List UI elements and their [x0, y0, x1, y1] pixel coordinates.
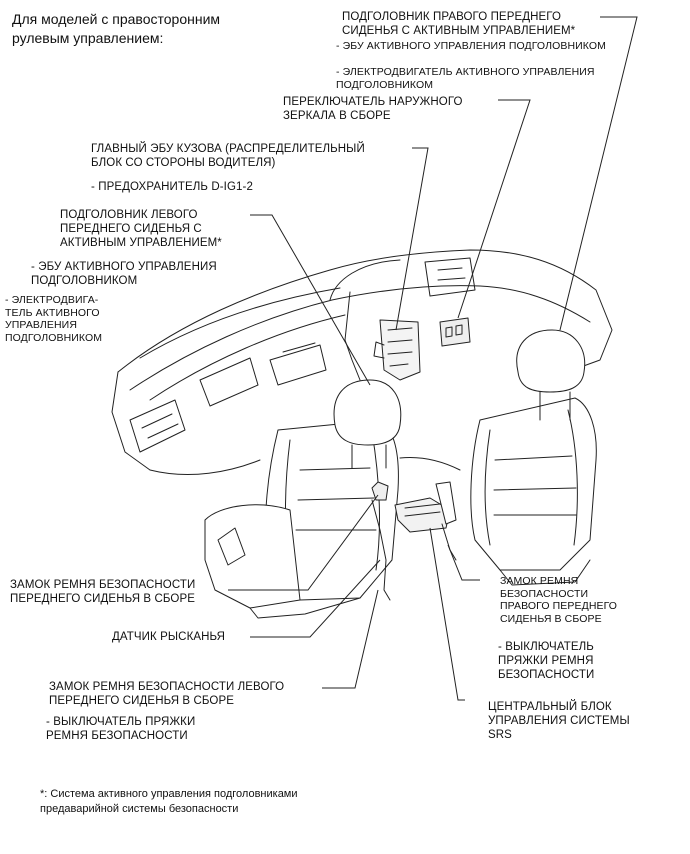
label-rh-buckle-switch: - ВЫКЛЮЧАТЕЛЬ ПРЯЖКИ РЕМНЯ БЕЗОПАСНОСТИ	[498, 640, 594, 682]
label-mirror-switch: ПЕРЕКЛЮЧАТЕЛЬ НАРУЖНОГО ЗЕРКАЛА В СБОРЕ	[283, 95, 463, 123]
front-buckle-line-2: ПЕРЕДНЕГО СИДЕНЬЯ В СБОРЕ	[10, 593, 196, 605]
leader-rh-headrest	[559, 16, 638, 331]
label-fuse: - ПРЕДОХРАНИТЕЛЬ D-IG1-2	[91, 181, 253, 193]
lh-headrest-line-2: ПЕРЕДНЕГО СИДЕНЬЯ С	[60, 223, 202, 235]
leader-rh-buckle	[447, 544, 480, 581]
label-yaw-sensor: ДАТЧИК РЫСКАНЬЯ	[112, 631, 226, 643]
rh-buckle-line-2: БЕЗОПАСНОСТИ	[500, 587, 589, 600]
mirror-switch-line-2: ЗЕРКАЛА В СБОРЕ	[283, 110, 391, 122]
body-ecu-line-1: ГЛАВНЫЙ ЭБУ КУЗОВА (РАСПРЕДЕЛИТЕЛЬНЫЙ	[91, 143, 365, 155]
leader-lh-headrest	[250, 214, 371, 386]
rh-buckle-line-4: СИДЕНЬЯ В СБОРЕ	[500, 612, 602, 625]
heading-line-1: Для моделей с правосторонним	[12, 11, 221, 27]
label-rh-seat-buckle: ЗАМОК РЕМНЯ БЕЗОПАСНОСТИ ПРАВОГО ПЕРЕДНЕ…	[500, 575, 617, 625]
label-lh-headrest: ПОДГОЛОВНИК ЛЕВОГО ПЕРЕДНЕГО СИДЕНЬЯ С А…	[60, 208, 222, 250]
rh-buckle-line-3: ПРАВОГО ПЕРЕДНЕГО	[500, 600, 618, 612]
rh-headrest-line-2: СИДЕНЬЯ С АКТИВНЫМ УПРАВЛЕНИЕМ*	[342, 25, 576, 37]
leader-srs	[429, 527, 465, 701]
label-rh-headrest: ПОДГОЛОВНИК ПРАВОГО ПЕРЕДНЕГО СИДЕНЬЯ С …	[342, 10, 575, 38]
lh-buckle-line-1: ЗАМОК РЕМНЯ БЕЗОПАСНОСТИ ЛЕВОГО	[49, 681, 285, 693]
footnote: *: Система активного управления подголов…	[40, 787, 298, 817]
label-front-seat-buckle: ЗАМОК РЕМНЯ БЕЗОПАСНОСТИ ПЕРЕДНЕГО СИДЕН…	[10, 578, 195, 606]
leader-yaw-sensor	[250, 559, 381, 638]
lh-headrest-line-1: ПОДГОЛОВНИК ЛЕВОГО	[60, 209, 198, 221]
label-rh-headrest-ecu: - ЭБУ АКТИВНОГО УПРАВЛЕНИЯ ПОДГОЛОВНИКОМ	[336, 40, 606, 52]
lh-headrest-motor-line-2: ТЕЛЬ АКТИВНОГО	[5, 306, 100, 319]
label-body-ecu: ГЛАВНЫЙ ЭБУ КУЗОВА (РАСПРЕДЕЛИТЕЛЬНЫЙ БЛ…	[91, 142, 365, 170]
label-rh-headrest-motor: - ЭЛЕКТРОДВИГАТЕЛЬ АКТИВНОГО УПРАВЛЕНИЯ …	[336, 66, 595, 91]
rh-buckle-switch-line-3: БЕЗОПАСНОСТИ	[498, 669, 595, 681]
lh-headrest-ecu-line-1: - ЭБУ АКТИВНОГО УПРАВЛЕНИЯ	[31, 261, 217, 273]
leader-body-ecu	[395, 147, 429, 331]
leader-mirror-switch	[457, 99, 531, 319]
rh-buckle-switch-line-1: - ВЫКЛЮЧАТЕЛЬ	[498, 641, 594, 653]
label-lh-headrest-ecu: - ЭБУ АКТИВНОГО УПРАВЛЕНИЯ ПОДГОЛОВНИКОМ	[31, 260, 217, 288]
leader-lh-buckle	[322, 589, 379, 689]
lh-buckle-line-2: ПЕРЕДНЕГО СИДЕНЬЯ В СБОРЕ	[49, 695, 235, 707]
srs-line-3: SRS	[488, 729, 512, 741]
rh-headrest-motor-line-2: ПОДГОЛОВНИКОМ	[336, 78, 434, 91]
rh-buckle-switch-line-2: ПРЯЖКИ РЕМНЯ	[498, 655, 594, 667]
rh-buckle-line-1: ЗАМОК РЕМНЯ	[500, 575, 579, 587]
lh-headrest-line-3: АКТИВНЫМ УПРАВЛЕНИЕМ*	[60, 237, 222, 249]
lh-buckle-switch-line-1: - ВЫКЛЮЧАТЕЛЬ ПРЯЖКИ	[46, 716, 196, 728]
srs-line-2: УПРАВЛЕНИЯ СИСТЕМЫ	[488, 715, 630, 727]
label-lh-buckle-switch: - ВЫКЛЮЧАТЕЛЬ ПРЯЖКИ РЕМНЯ БЕЗОПАСНОСТИ	[46, 715, 195, 743]
mirror-switch-line-1: ПЕРЕКЛЮЧАТЕЛЬ НАРУЖНОГО	[283, 96, 463, 108]
lh-headrest-motor-line-3: УПРАВЛЕНИЯ	[5, 319, 78, 331]
lh-headrest-ecu-line-2: ПОДГОЛОВНИКОМ	[31, 275, 138, 287]
footnote-line-1: *: Система активного управления подголов…	[40, 788, 298, 800]
label-lh-seat-buckle: ЗАМОК РЕМНЯ БЕЗОПАСНОСТИ ЛЕВОГО ПЕРЕДНЕГ…	[49, 680, 284, 708]
dashboard-outline	[117, 249, 613, 373]
srs-line-1: ЦЕНТРАЛЬНЫЙ БЛОК	[488, 701, 612, 713]
label-srs-unit: ЦЕНТРАЛЬНЫЙ БЛОК УПРАВЛЕНИЯ СИСТЕМЫ SRS	[488, 700, 630, 742]
heading-line-2: рулевым управлением:	[12, 30, 164, 46]
label-lh-headrest-motor: - ЭЛЕКТРОДВИГА- ТЕЛЬ АКТИВНОГО УПРАВЛЕНИ…	[5, 294, 102, 344]
front-buckle-line-1: ЗАМОК РЕМНЯ БЕЗОПАСНОСТИ	[10, 579, 196, 591]
lh-headrest-motor-line-4: ПОДГОЛОВНИКОМ	[5, 331, 103, 344]
page-heading: Для моделей с правосторонним рулевым упр…	[12, 10, 220, 48]
footnote-line-2: предаварийной системы безопасности	[40, 803, 239, 815]
lh-buckle-switch-line-2: РЕМНЯ БЕЗОПАСНОСТИ	[46, 730, 188, 742]
left-headrest	[333, 379, 402, 446]
lh-headrest-motor-line-1: - ЭЛЕКТРОДВИГА-	[5, 294, 99, 306]
rh-headrest-line-1: ПОДГОЛОВНИК ПРАВОГО ПЕРЕДНЕГО	[342, 11, 562, 23]
right-headrest	[516, 329, 586, 393]
body-ecu-line-2: БЛОК СО СТОРОНЫ ВОДИТЕЛЯ)	[91, 157, 276, 169]
rh-headrest-motor-line-1: - ЭЛЕКТРОДВИГАТЕЛЬ АКТИВНОГО УПРАВЛЕНИЯ	[336, 66, 595, 78]
leader-front-buckle	[228, 494, 379, 591]
